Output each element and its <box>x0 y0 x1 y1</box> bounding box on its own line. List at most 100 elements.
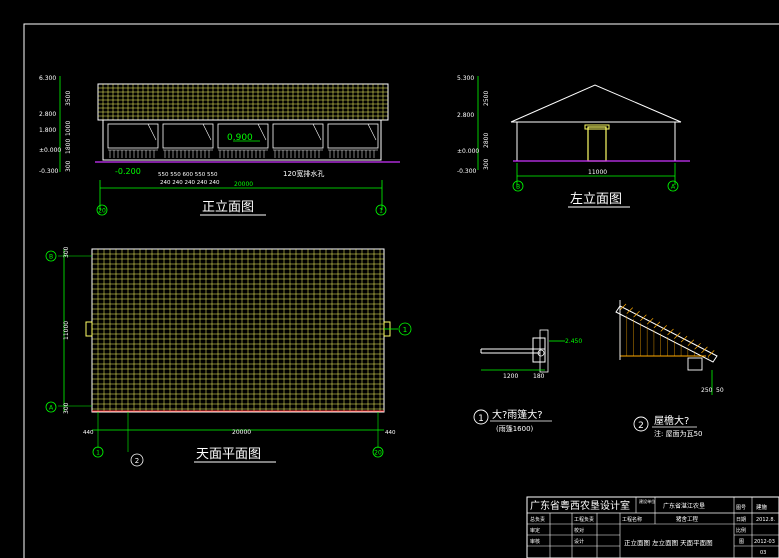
tb-date-label: 日期 <box>736 517 746 523</box>
eave-hatch-line <box>660 325 667 332</box>
eave-hatch-line <box>694 343 701 350</box>
front-wall <box>102 119 382 161</box>
front-elev-label-2: 1.800 <box>39 127 56 134</box>
front-vert-dim-3: 300 <box>65 160 72 172</box>
front-elevation: 6.300 2.800 1.800 ±0.000 -0.300 3500 100… <box>39 75 400 216</box>
front-drain-note: 120宽排水孔 <box>283 169 324 178</box>
front-elev-label-0: 6.300 <box>39 75 56 82</box>
front-vert-dim-2: 1800 <box>65 139 72 154</box>
left-elev-label-2: ±0.000 <box>457 148 479 155</box>
eave-hatch-line <box>680 335 688 343</box>
left-vert-dim-2: 300 <box>483 158 490 170</box>
front-elev-label-1: 2.800 <box>39 111 56 118</box>
tb-sheet-sub: 03 <box>760 550 766 556</box>
left-view-title: 左立面图 <box>570 192 622 207</box>
roof-plan-axis-b: B <box>49 254 53 261</box>
roof-plan-depth: 11000 <box>63 321 70 340</box>
tb-scale-label: 比例 <box>736 527 746 534</box>
front-bays <box>107 123 379 158</box>
eave-hatch-line <box>619 303 627 311</box>
tb-sheet-label: 图 <box>739 539 744 545</box>
tb-role-2: 审核 <box>530 538 540 545</box>
canopy-dim-1: 180 <box>533 373 545 380</box>
eave-hatch-line <box>667 328 674 336</box>
left-door-frame <box>587 126 607 162</box>
title-block-frame <box>526 496 779 558</box>
canopy-level: 2.450 <box>565 338 582 345</box>
eave-dim-1: 50 <box>716 387 724 394</box>
tb-date: 2012.8. <box>756 517 775 523</box>
left-width: 11000 <box>588 169 607 176</box>
roof-plan-gable-left <box>85 321 93 337</box>
detail-eave: 250 50 2 屋檐大? 注: 屋面为瓦50 <box>615 300 724 438</box>
canopy-detail-num: 1 <box>478 414 484 424</box>
front-vert-dim-1: 1000 <box>65 121 72 136</box>
left-door-head <box>584 124 610 130</box>
tb-project-label: 工程名称 <box>622 516 642 523</box>
tb-sheet-title: 正立面图 左立面图 天面平面图 <box>624 538 713 547</box>
eave-beam <box>687 357 703 371</box>
tb-client: 广东省湛江农垦 <box>663 502 705 510</box>
front-bay-diagonal <box>367 123 377 141</box>
canopy-drain <box>537 349 545 357</box>
front-axis-right: 1 <box>379 208 383 215</box>
roof-plan-axis-bubble-20 <box>372 446 384 458</box>
tb-client-label: 建设单位 <box>639 498 655 504</box>
tb-role-0: 总负责 <box>530 516 545 523</box>
canopy-wall <box>539 329 549 373</box>
front-bay-opening <box>107 123 159 149</box>
roof-plan-edge-bottom: 300 <box>63 402 70 414</box>
front-bay-dims: 550 550 600 550 550 <box>158 172 218 178</box>
roof-plan-tiles <box>92 249 384 412</box>
tb-project: 猪舍工程 <box>676 515 699 523</box>
front-bay-diagonal <box>257 123 267 141</box>
roof-plan-overhang-left: 440 <box>83 430 94 436</box>
drawing-frame <box>23 23 779 558</box>
left-elevation: 5.300 2.800 ±0.000 -0.300 2500 2800 300 … <box>457 75 690 208</box>
front-axis-bubble-right <box>375 204 387 216</box>
left-vert-dim-0: 2500 <box>483 91 490 106</box>
left-elev-label-3: -0.300 <box>457 168 477 175</box>
roof-plan-view-title: 天面平面图 <box>196 447 261 462</box>
front-bay-opening <box>327 123 379 149</box>
eave-hatch-line <box>646 318 654 325</box>
roof-plan-total-length: 20000 <box>232 429 251 436</box>
front-axis-left: 20 <box>98 208 106 215</box>
roof-plan-overhang-right: 440 <box>385 430 396 436</box>
eave-hatch-line <box>633 310 640 318</box>
front-level-note: 0.900 <box>227 133 253 143</box>
left-roof-outline <box>510 84 682 123</box>
canopy-dim-0: 1200 <box>503 373 518 380</box>
front-bay-opening <box>162 123 214 149</box>
left-elev-label-0: 5.300 <box>457 75 474 82</box>
eave-hatch-line <box>701 346 708 354</box>
roof-plan-axis-1: 1 <box>96 450 100 457</box>
left-axis-bubble-b <box>512 180 524 192</box>
front-bay-opening <box>272 123 324 149</box>
front-view-title: 正立面图 <box>202 200 254 215</box>
front-axis-bubble-left <box>96 204 108 216</box>
roof-plan-axis-20: 20 <box>374 450 382 457</box>
canopy-beam <box>532 337 546 363</box>
left-vert-dim-1: 2800 <box>483 133 490 148</box>
eave-hatch-line <box>626 307 634 314</box>
roof-plan-axis-2: 2 <box>135 457 139 465</box>
canopy-detail-title: 大?雨篷大? <box>492 408 543 421</box>
eave-hatch-line <box>640 314 647 321</box>
roof-plan-section-bubble <box>398 322 412 336</box>
front-level-neg: -0.200 <box>115 167 141 176</box>
eave-hatch-line <box>687 339 695 346</box>
eave-detail-num: 2 <box>638 421 644 431</box>
tb-role2-0: 工程负责 <box>574 516 594 523</box>
roof-plan-axis-bubble-b <box>45 250 57 262</box>
front-bay-diagonal <box>147 123 157 141</box>
roof-plan-axis-bubble-2 <box>130 453 144 467</box>
front-small-dims: 240 240 240 240 240 <box>160 180 220 186</box>
front-bay-diagonal <box>202 123 212 141</box>
tb-drawing-no-label: 图号 <box>736 505 746 511</box>
eave-hatch <box>619 303 715 359</box>
eave-hatch-line <box>707 350 715 357</box>
eave-detail-title: 屋檐大? <box>654 414 689 427</box>
detail-canopy: 2.450 1200 180 1 大?雨篷大? (雨篷1600) <box>473 329 582 433</box>
